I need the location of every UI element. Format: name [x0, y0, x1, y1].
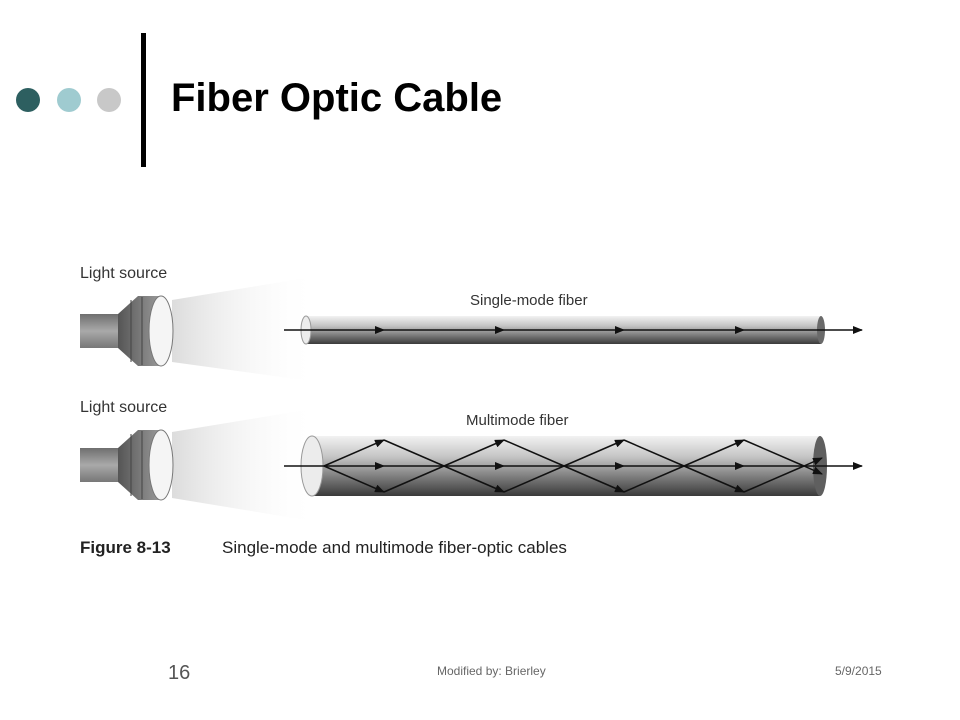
decor-dot-gray: [97, 88, 121, 112]
multimode-label: Multimode fiber: [466, 412, 569, 429]
bottom-light-source-icon: [80, 429, 174, 501]
footer-author: Modified by: Brierley: [437, 664, 546, 678]
slide-title: Fiber Optic Cable: [171, 76, 503, 120]
slide-number: 16: [168, 662, 191, 684]
single-mode-label: Single-mode fiber: [470, 292, 588, 309]
decor-dot-dark: [16, 88, 40, 112]
multimode-rays: [284, 439, 863, 493]
top-light-source-icon: [80, 295, 174, 367]
top-light-source-label: Light source: [80, 265, 167, 282]
figure-caption-text: Single-mode and multimode fiber-optic ca…: [222, 538, 567, 557]
decor-dot-light: [57, 88, 81, 112]
figure-caption-number: Figure 8-13: [80, 538, 171, 557]
bottom-light-beam: [172, 408, 318, 522]
bottom-light-source-label: Light source: [80, 399, 167, 416]
footer-date: 5/9/2015: [835, 664, 882, 678]
title-divider: [141, 33, 146, 167]
top-light-beam: [172, 276, 318, 382]
